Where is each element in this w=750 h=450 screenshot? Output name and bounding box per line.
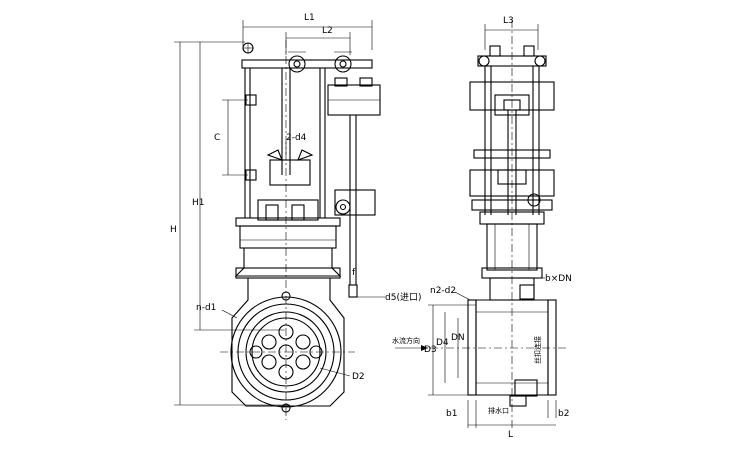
dim-b2: b2 (547, 400, 569, 419)
label-2-d4: 2-d4 (286, 133, 307, 143)
label-drain: 排水口 (488, 406, 509, 415)
dim-l: L (468, 424, 556, 440)
label-d3: D3 (424, 345, 437, 355)
label-h1: H1 (192, 198, 205, 208)
dim-h: H (170, 41, 290, 406)
dim-d3: D3 (424, 305, 437, 395)
label-c: C (214, 133, 220, 143)
label-d5: d5(进口) (385, 292, 421, 303)
label-dn: DN (451, 333, 465, 343)
label-h: H (170, 225, 177, 235)
label-b1: b1 (446, 409, 457, 419)
label-f: f (352, 268, 356, 278)
bolt-holes (249, 324, 323, 380)
dim-h1: H1 (192, 42, 285, 331)
label-l: L (508, 430, 513, 440)
label-b-dn: b×DN (545, 274, 572, 284)
dim-dn: DN (451, 318, 465, 378)
label-d2: D2 (352, 372, 365, 382)
label-l2: L2 (322, 26, 333, 36)
dim-b1: b1 (446, 400, 477, 428)
label-screw: 丝扣连接 (533, 336, 542, 364)
label-d4: D4 (436, 338, 449, 348)
label-l1: L1 (304, 13, 315, 23)
handwheel-right (334, 55, 352, 73)
label-flow: 水流方向 (392, 336, 420, 345)
label-n2-d2: n2-d2 (430, 286, 456, 296)
flow-direction-arrow: 水流方向 (392, 336, 428, 351)
label-b2: b2 (558, 409, 569, 419)
front-view: L1 L2 H H1 C (170, 13, 421, 420)
side-view: L3 b×DN (392, 16, 572, 440)
label-l3: L3 (503, 16, 514, 26)
dim-d4: D4 (436, 312, 449, 383)
dim-l3: L3 (484, 16, 539, 50)
label-n-d1: n-d1 (196, 303, 216, 313)
handwheel-left (288, 55, 306, 73)
dim-l1: L1 (242, 13, 373, 50)
dim-l2: L2 (285, 26, 351, 55)
dim-c: C (214, 99, 248, 176)
